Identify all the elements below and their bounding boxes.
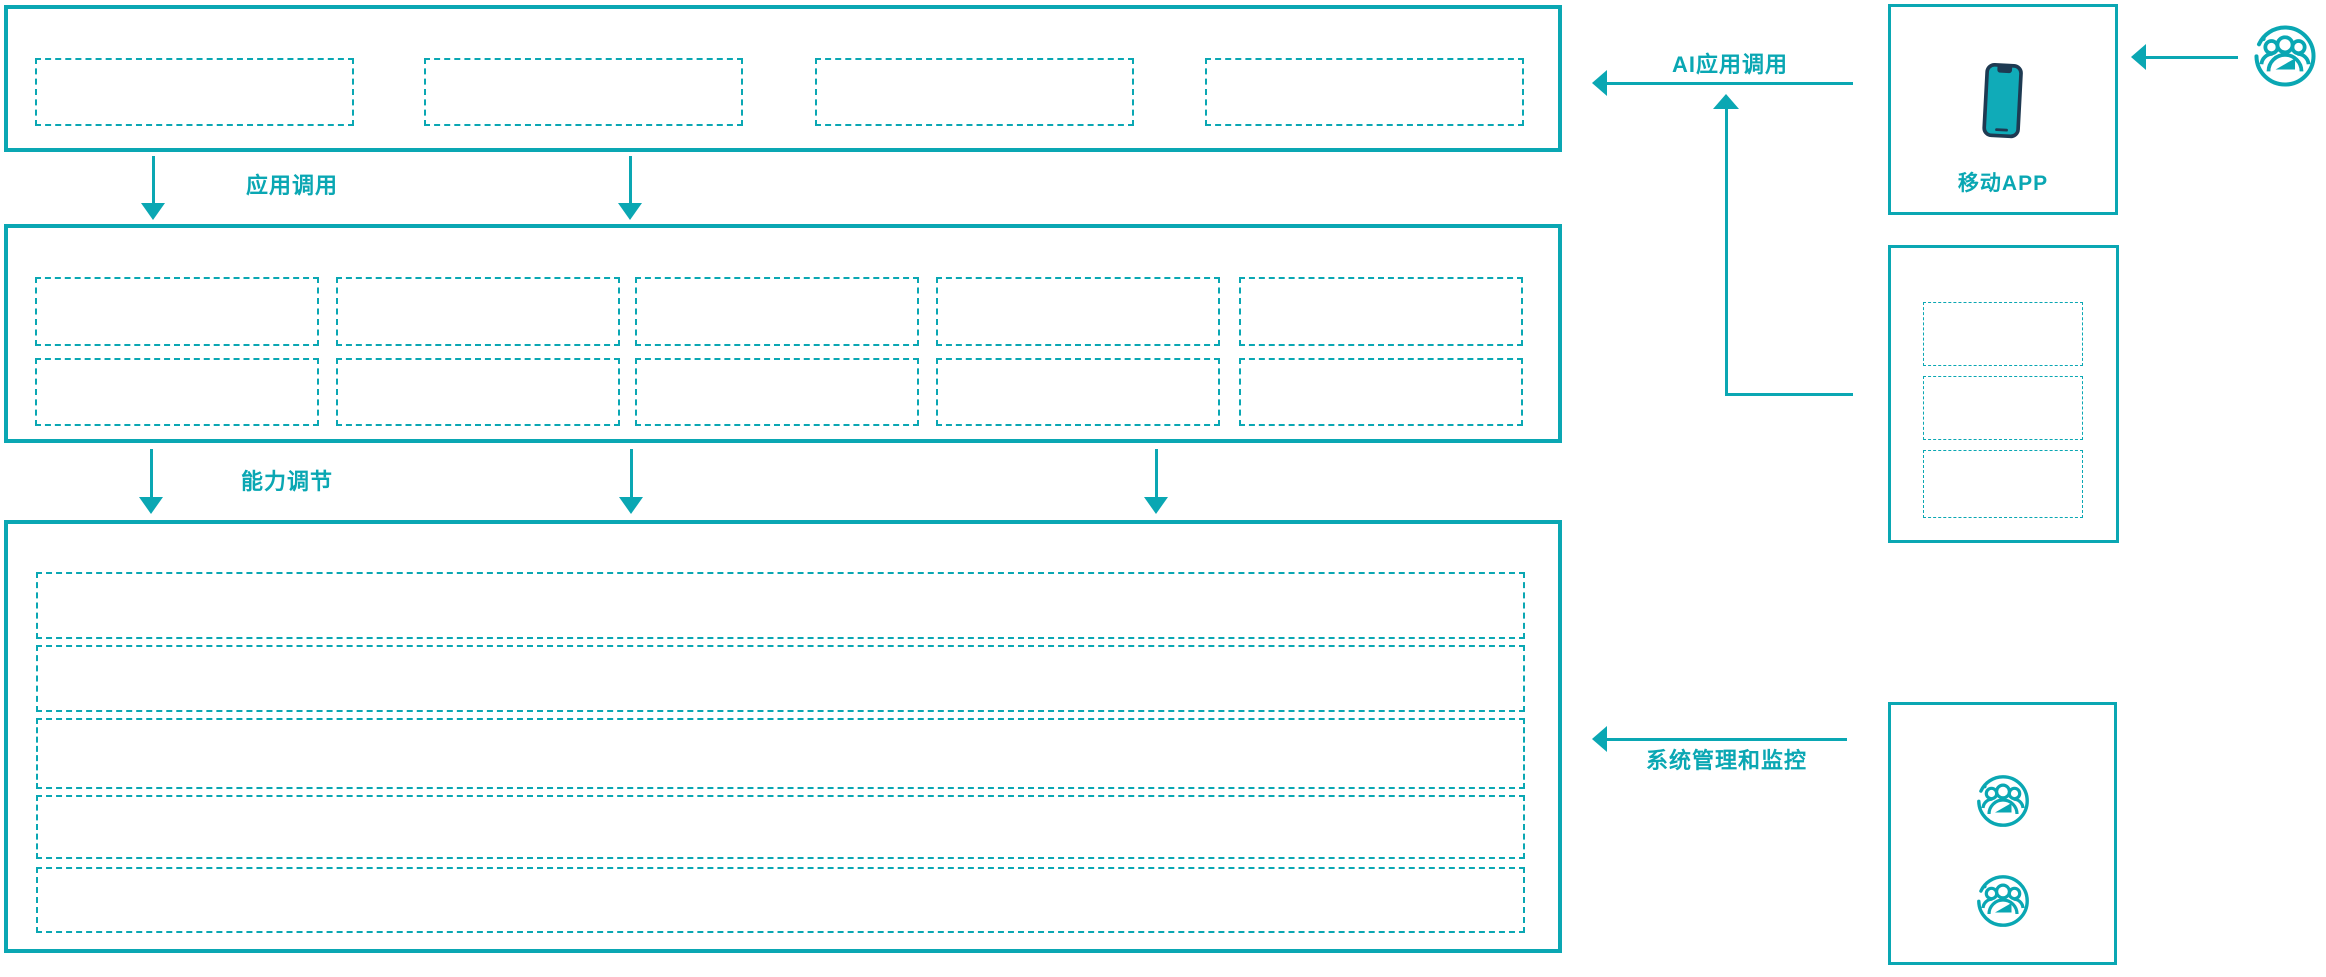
application-placeholder [424, 58, 743, 126]
platform-row-placeholder [36, 645, 1525, 712]
application-placeholder [1205, 58, 1524, 126]
capability-adjust-label: 能力调节 [241, 469, 334, 494]
service-placeholder [1923, 450, 2083, 518]
application-placeholder [815, 58, 1134, 126]
capability-placeholder [336, 358, 620, 426]
ai-app-call-arrowhead-icon [1592, 70, 1607, 96]
capability-placeholder [635, 358, 919, 426]
platform-row-placeholder [36, 572, 1525, 639]
capability-adjust-arrow-line [1155, 449, 1158, 499]
ai-app-call-arrow-line [1606, 82, 1853, 85]
service-placeholder [1923, 302, 2083, 366]
users-icon [1975, 773, 2031, 829]
application-placeholder [35, 58, 354, 126]
capability-placeholder [336, 277, 620, 346]
capability-adjust-arrow-line [630, 449, 633, 499]
capability-adjust-arrow-line [150, 449, 153, 499]
capability-adjust-arrowhead-icon [1144, 497, 1168, 514]
app-call-arrowhead-icon [141, 203, 165, 220]
service-panel-connector-line [1725, 109, 1728, 396]
capability-placeholder [936, 277, 1220, 346]
capability-placeholder [635, 277, 919, 346]
capability-placeholder [1239, 358, 1523, 426]
app-call-arrowhead-icon [618, 203, 642, 220]
admin-panel [1888, 702, 2117, 965]
app-call-arrow-line [152, 156, 155, 206]
platform-layer [4, 520, 1562, 953]
service-panel-arrowhead-icon [1713, 94, 1739, 109]
system-monitor-label: 系统管理和监控 [1646, 748, 1808, 773]
app-call-label: 应用调用 [246, 173, 339, 198]
system-monitor-arrow-line [1606, 738, 1847, 741]
platform-row-placeholder [36, 867, 1525, 933]
capability-adjust-arrowhead-icon [619, 497, 643, 514]
platform-row-placeholder [36, 795, 1525, 859]
smartphone-icon [1981, 58, 2025, 146]
users-icon [1975, 873, 2031, 929]
service-panel-connector-line [1725, 393, 1853, 396]
capability-placeholder [35, 358, 319, 426]
platform-row-placeholder [36, 718, 1525, 789]
external-user-arrowhead-icon [2131, 44, 2146, 70]
users-icon [2252, 23, 2318, 89]
service-panel [1888, 245, 2119, 543]
capability-adjust-arrowhead-icon [139, 497, 163, 514]
application-layer [4, 5, 1562, 152]
external-user-arrow-line [2145, 56, 2238, 59]
ai-app-call-label: AI应用调用 [1672, 52, 1789, 77]
capability-placeholder [1239, 277, 1523, 346]
service-placeholder [1923, 376, 2083, 440]
capability-placeholder [936, 358, 1220, 426]
app-call-arrow-line [629, 156, 632, 206]
mobile-app-panel: 移动APP [1888, 4, 2118, 215]
system-monitor-arrowhead-icon [1592, 726, 1607, 752]
mobile-app-label: 移动APP [1957, 172, 2049, 195]
capability-layer [4, 224, 1562, 443]
capability-placeholder [35, 277, 319, 346]
